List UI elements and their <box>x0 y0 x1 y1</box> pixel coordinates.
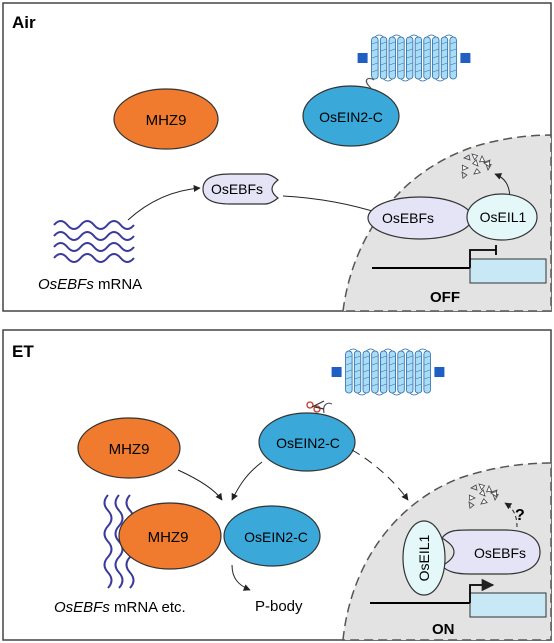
air-oseil1-label: OsEIL1 <box>480 209 527 225</box>
et-osein2c-complex-label: OsEIN2-C <box>244 529 308 545</box>
et-osein2c-label: OsEIN2-C <box>276 435 340 451</box>
et-pbody-label: P-body <box>255 598 303 615</box>
et-osebfs-label: OsEBFs <box>474 545 526 561</box>
et-mrna-label: OsEBFs mRNA etc. <box>54 599 186 616</box>
et-oseil1-node <box>402 520 446 596</box>
et-panel-label: ET <box>12 342 34 361</box>
et-oseil1-label: OsEIL1 <box>416 534 432 581</box>
et-membrane-receptor-icon <box>331 348 445 396</box>
air-degradation-fragments-icon <box>461 153 492 179</box>
air-state-label: OFF <box>430 289 460 306</box>
air-osebfs-bound-label: OsEBFs <box>382 210 434 226</box>
et-mhz9-label: MHZ9 <box>109 441 150 458</box>
air-panel-label: Air <box>12 13 36 32</box>
air-mrna-waves-icon <box>53 220 135 263</box>
et-mhz9-node <box>77 417 181 479</box>
et-osebfs-node <box>441 529 541 575</box>
et-question-mark: ? <box>515 507 525 524</box>
et-mhz9-complex-label: MHZ9 <box>148 529 189 546</box>
air-osebfs-node <box>202 173 279 205</box>
et-panel: ET MHZ9 OsEIN2-C MHZ9 OsEIN <box>2 329 552 641</box>
air-mhz9-label: MHZ9 <box>146 112 187 129</box>
scissors-icon <box>306 400 325 413</box>
air-osein2c-label: OsEIN2-C <box>319 109 383 125</box>
et-arrow-mhz9-to-complex <box>177 469 223 501</box>
transcription-arrow-icon <box>469 578 495 603</box>
et-osein2c-complex-node <box>223 505 321 567</box>
et-arrow-osein2c-to-complex <box>231 461 263 501</box>
air-tether <box>365 77 375 89</box>
et-state-label: ON <box>432 621 455 638</box>
et-arrow-osein2c-to-nucleus <box>351 449 409 501</box>
et-arrow-to-pbody <box>231 564 251 591</box>
et-degradation-fragments-icon <box>468 483 499 509</box>
air-gene-box <box>469 258 547 284</box>
air-membrane-receptor-icon <box>357 34 471 82</box>
air-oseil1-node <box>466 193 538 241</box>
et-mhz9-complex-node <box>118 502 222 570</box>
air-osebfs-label: OsEBFs <box>211 181 263 197</box>
air-osein2c-node <box>302 85 400 147</box>
et-gene-box <box>469 592 547 618</box>
air-blocked-promoter-icon <box>469 245 497 268</box>
et-arrow-to-degradation-dashed <box>504 502 518 528</box>
air-panel: Air MHZ9 OsEIN2-C OsEBFs OsEBFs mRNA OsE… <box>2 2 552 312</box>
air-mrna-label: OsEBFs mRNA <box>38 276 142 293</box>
et-osein2c-node <box>258 412 356 472</box>
air-arrow-mrna-to-osebfs <box>127 185 201 221</box>
air-mhz9-node <box>113 88 219 150</box>
et-tether <box>323 402 333 414</box>
